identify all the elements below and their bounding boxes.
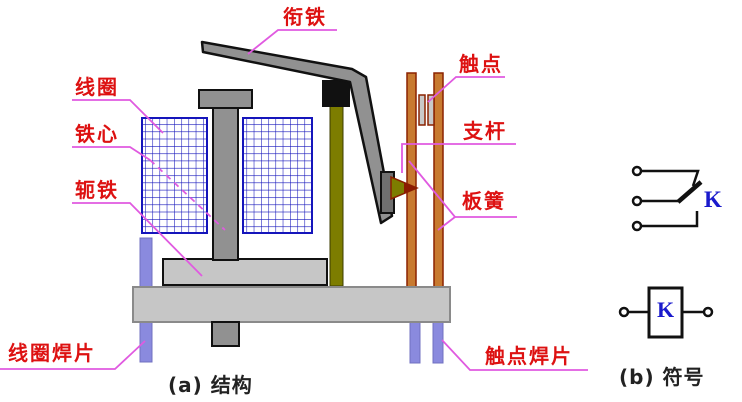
leaf-spring-right-shape	[433, 72, 444, 288]
symbol-terminal-top	[631, 165, 643, 177]
symbol-switch-no-contact	[641, 211, 699, 228]
label-yoke: 轭铁	[75, 178, 119, 202]
leaf-spring-left-shape	[406, 72, 417, 288]
contact-pad-right-shape	[427, 94, 435, 126]
label-armature: 衔铁	[283, 5, 327, 29]
leader-armature	[247, 29, 337, 55]
caption-structure: (a) 结构	[168, 373, 253, 397]
contact-solder-tab-left-shape	[409, 321, 421, 364]
leader-contact	[427, 76, 505, 103]
leader-yoke	[72, 202, 203, 277]
symbol-coil-letter: K	[656, 297, 675, 322]
base-plate-shape	[132, 286, 451, 323]
label-contact: 触点	[459, 52, 503, 76]
leader-coil	[72, 99, 164, 134]
symbol-switch-nc-contact	[641, 169, 700, 187]
label-support-rod: 支杆	[463, 119, 507, 143]
iron-core-stem-shape	[212, 105, 239, 261]
hinge-post-shape	[329, 105, 344, 287]
coil-left-grid	[142, 118, 207, 233]
symbol-coil-box	[647, 286, 684, 339]
symbol-switch-letter: K	[704, 187, 722, 212]
symbol-terminal-middle	[631, 195, 643, 207]
label-coil-solder-tab: 线圈焊片	[8, 341, 96, 365]
contact-pad-left-shape	[418, 94, 426, 126]
iron-core-cap-shape	[198, 89, 253, 109]
armature-shape	[200, 40, 394, 225]
symbol-coil-terminal-left	[618, 306, 630, 318]
leader-core-solid	[72, 146, 151, 161]
coil-right-grid	[243, 118, 312, 233]
hinge-block-shape	[322, 80, 350, 107]
label-leaf-spring: 板簧	[462, 189, 506, 213]
label-coil: 线圈	[75, 75, 119, 99]
symbol-terminal-bottom	[631, 220, 643, 232]
yoke-shape	[162, 258, 328, 286]
contact-solder-tab-right-shape	[432, 321, 444, 364]
iron-core-bottom-shape	[211, 321, 240, 347]
leader-leaf-spring	[408, 160, 517, 231]
leader-coil-tab	[0, 340, 146, 370]
leader-contact-tab	[441, 339, 588, 371]
leader-support-rod	[401, 143, 516, 173]
symbol-coil-terminal-right	[702, 306, 714, 318]
label-contact-solder-tab: 触点焊片	[485, 344, 573, 368]
pusher-triangle-tip	[404, 182, 417, 194]
label-iron-core: 铁心	[75, 122, 119, 146]
caption-symbol: (b) 符号	[619, 365, 705, 389]
symbol-switch-blade	[676, 180, 703, 204]
